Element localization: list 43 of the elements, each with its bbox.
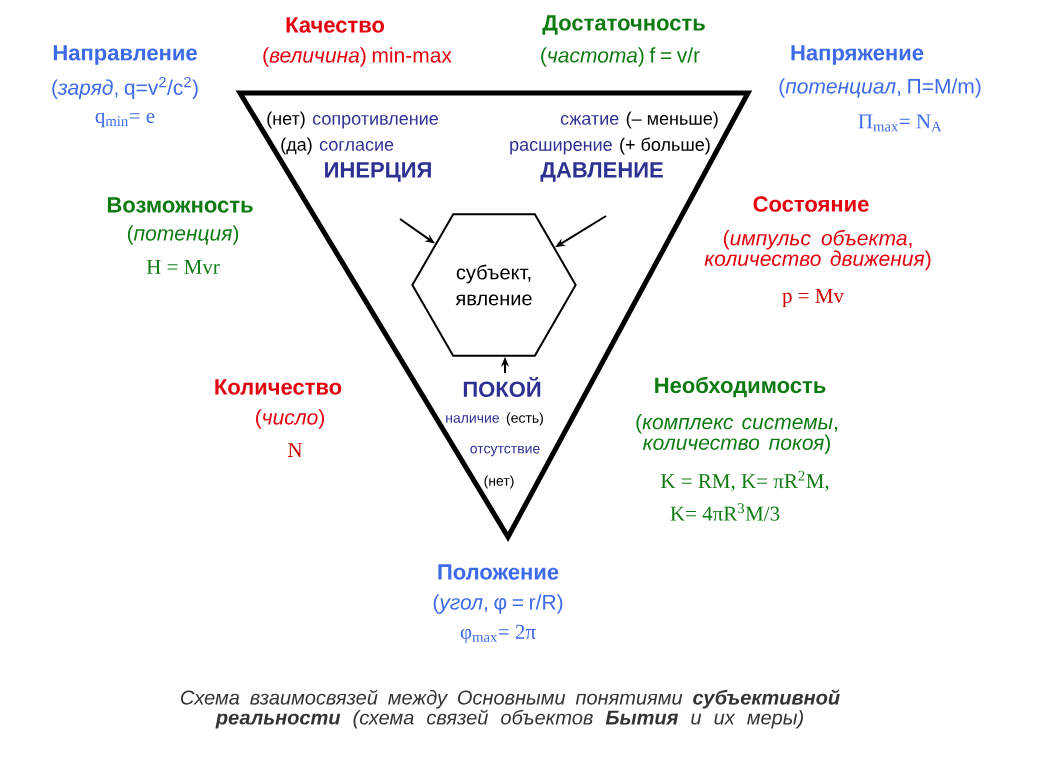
hexagon: субъект, явление xyxy=(411,213,577,357)
formula: Π$_{max}$= N$_{A}$ xyxy=(858,114,942,132)
concept-title: Необходимость xyxy=(655,376,826,398)
inner-text: (– меньше) xyxy=(626,111,718,129)
concept-note: (угол, φ = r/R) xyxy=(433,594,563,614)
concept-title: Качество xyxy=(286,17,385,33)
concept-note: (величина) min-max xyxy=(263,47,452,67)
concept-note: (потенциал, Π=M/m) xyxy=(779,78,981,98)
formula: N xyxy=(288,443,303,457)
formula: φ$_{max}$= 2π xyxy=(460,624,536,644)
concept-note: (число) xyxy=(256,409,324,429)
inner-text: ДАВЛЕНИЕ xyxy=(540,162,663,182)
inner-text: расширение xyxy=(510,141,612,155)
formula: K = RM, K= πR$^{2}$M, xyxy=(660,470,829,492)
concept-note: (потенция) xyxy=(127,225,239,245)
concept-title: Напряжение xyxy=(791,45,924,65)
concept-title: Направление xyxy=(53,45,197,65)
concept-title: Возможность xyxy=(107,197,253,213)
inner-text: сжатие xyxy=(560,114,619,125)
formula: H = Mvr xyxy=(146,260,220,274)
inner-text: отсутствие xyxy=(470,445,540,457)
inner-text: (нет) xyxy=(484,475,514,489)
inner-text: (нет) xyxy=(267,111,305,129)
inner-text: ПОКОЙ xyxy=(463,376,541,398)
concept-title: Достаточность xyxy=(542,15,705,35)
inner-text: (+ больше) xyxy=(620,137,710,155)
inner-text: (есть) xyxy=(506,412,543,426)
formula: p = Mv xyxy=(782,288,844,308)
formula: K= 4πR$^{3}$M/3 xyxy=(670,503,780,521)
concept-title: Количество xyxy=(215,379,342,395)
concept-note: (заряд, q=v$^{2}$/c$^{2}$) xyxy=(52,76,198,100)
inner-text: (да) xyxy=(281,137,312,155)
inner-text: ИНЕРЦИЯ xyxy=(325,162,431,182)
concept-note: (импульс объекта, количество движения) xyxy=(704,229,931,271)
concept-note: (частота) f = v/r xyxy=(541,47,700,67)
inner-text: сопротивление xyxy=(312,114,438,129)
inner-text: согласие xyxy=(319,140,394,151)
concept-title: Положение xyxy=(438,564,559,580)
inner-text: наличие xyxy=(446,415,499,423)
concept-title: Состояние xyxy=(753,196,869,212)
formula: q$_{min}$= e xyxy=(95,112,155,128)
concept-note: (комплекс системы, количество покоя) xyxy=(636,413,837,455)
caption: Схема взаимосвязей между Основными понятиями субъективной реальности (схема связей объектов Бытия и их меры) xyxy=(181,689,840,729)
